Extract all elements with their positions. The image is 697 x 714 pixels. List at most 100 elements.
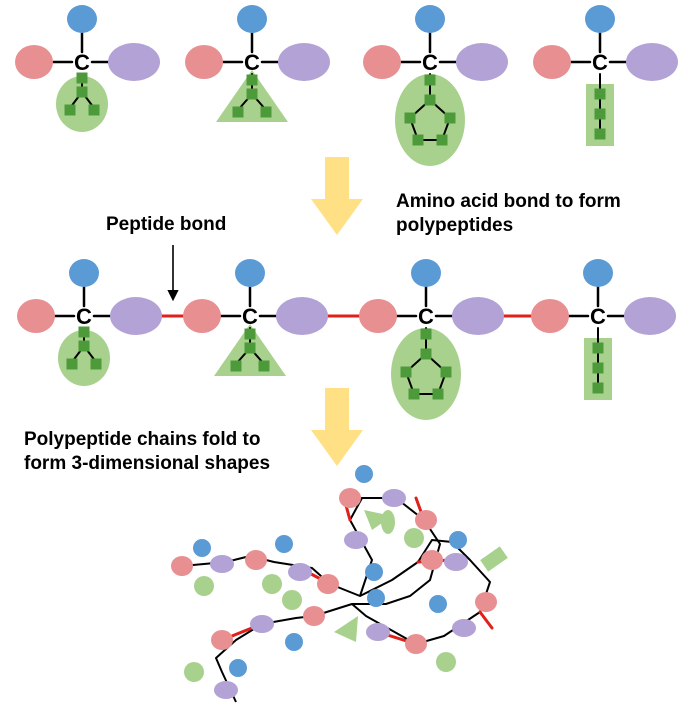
side-chain-node <box>424 74 436 86</box>
folded-carboxyl-group <box>444 553 468 571</box>
side-chain-node <box>592 362 604 374</box>
amino-acid-3: C <box>363 5 508 166</box>
side-chain-background <box>56 76 108 132</box>
amino-group <box>531 299 569 333</box>
carbon-label: C <box>418 304 434 329</box>
down-arrow <box>311 388 363 466</box>
amino-acid-4: C <box>533 5 678 146</box>
folded-carboxyl-group <box>452 619 476 637</box>
folded-carboxyl-group <box>344 531 368 549</box>
side-chain-pentagon-ring <box>395 73 465 166</box>
side-chain-node <box>64 104 76 116</box>
amino-acid-8: C <box>531 259 676 400</box>
side-chain-node <box>76 72 88 84</box>
folded-hydrogen <box>365 563 383 581</box>
side-chain-node <box>444 112 456 124</box>
amino-group <box>533 45 571 79</box>
side-chain-branched-circle <box>58 326 110 386</box>
folded-amino-group <box>421 550 443 570</box>
carbon-label: C <box>422 50 438 75</box>
folded-side-chain <box>262 574 282 594</box>
carbon-label: C <box>590 304 606 329</box>
side-chain-node <box>420 348 432 360</box>
carboxyl-group <box>452 297 504 335</box>
side-chain-node <box>78 340 90 352</box>
amino-group <box>359 299 397 333</box>
folded-amino-group <box>339 488 361 508</box>
side-chain-node <box>230 360 242 372</box>
folded-side-chain <box>480 546 508 572</box>
folding-label-line2: form 3-dimensional shapes <box>24 453 271 474</box>
folded-peptide-bond <box>478 610 494 630</box>
amino-acid-bond-label: Amino acid bond to form polypeptides <box>396 190 621 238</box>
folded-carboxyl-group <box>214 681 238 699</box>
carboxyl-group <box>110 297 162 335</box>
carboxyl-group <box>624 297 676 335</box>
folded-side-chain <box>184 662 204 682</box>
hydrogen-atom <box>235 259 265 287</box>
folded-side-chain <box>282 590 302 610</box>
hydrogen-atom <box>237 5 267 33</box>
hydrogen-atom <box>585 5 615 33</box>
side-chain-linear-rectangle <box>586 73 614 146</box>
carbon-label: C <box>74 50 90 75</box>
side-chain-node <box>592 342 604 354</box>
side-chain-node <box>432 388 444 400</box>
side-chain-branched-circle <box>56 72 108 132</box>
carbon-label: C <box>592 50 608 75</box>
amino-acid-6: C <box>183 259 328 376</box>
side-chain-node <box>404 112 416 124</box>
side-chain-node <box>594 128 606 140</box>
carbon-label: C <box>242 304 258 329</box>
amino-acid-bond-label-line2: polypeptides <box>396 215 514 236</box>
amino-group <box>15 45 53 79</box>
folding-label: Polypeptide chains fold to form 3-dimens… <box>24 428 270 476</box>
folded-side-chain <box>436 652 456 672</box>
peptide-bond-label: Peptide bond <box>106 214 227 235</box>
folded-hydrogen <box>367 589 385 607</box>
folded-carboxyl-group <box>288 563 312 581</box>
folded-amino-group <box>171 556 193 576</box>
carboxyl-group <box>626 43 678 81</box>
folded-carboxyl-group <box>382 489 406 507</box>
side-chain-node <box>232 106 244 118</box>
side-chain-node <box>258 360 270 372</box>
amino-acid-7: C <box>359 259 504 420</box>
side-chain-node <box>440 366 452 378</box>
folded-side-chain <box>381 510 395 534</box>
folded-hydrogen <box>285 633 303 651</box>
side-chain-node <box>592 382 604 394</box>
side-chain-pentagon-ring <box>391 327 461 420</box>
hydrogen-atom <box>583 259 613 287</box>
hydrogen-atom <box>69 259 99 287</box>
folded-protein <box>171 465 508 703</box>
carboxyl-group <box>456 43 508 81</box>
folded-hydrogen <box>429 595 447 613</box>
side-chain-node <box>260 106 272 118</box>
amino-acid-bond-label-line1: Amino acid bond to form <box>396 191 621 212</box>
folded-side-chain <box>194 576 214 596</box>
process-arrows <box>311 157 363 466</box>
carboxyl-group <box>276 297 328 335</box>
folded-amino-group <box>245 550 267 570</box>
amino-group <box>183 299 221 333</box>
side-chain-branched-triangle <box>214 324 286 376</box>
folded-amino-group <box>405 634 427 654</box>
carboxyl-group <box>278 43 330 81</box>
folded-amino-group <box>211 630 233 650</box>
side-chain-linear-rectangle <box>584 327 612 400</box>
amino-group <box>17 299 55 333</box>
side-chain-node <box>246 74 258 86</box>
side-chain-node <box>90 358 102 370</box>
side-chain-branched-triangle <box>216 70 288 122</box>
folded-hydrogen <box>193 539 211 557</box>
hydrogen-atom <box>67 5 97 33</box>
side-chain-node <box>594 88 606 100</box>
side-chain-node <box>244 328 256 340</box>
down-arrow <box>311 157 363 235</box>
side-chain-node <box>76 86 88 98</box>
